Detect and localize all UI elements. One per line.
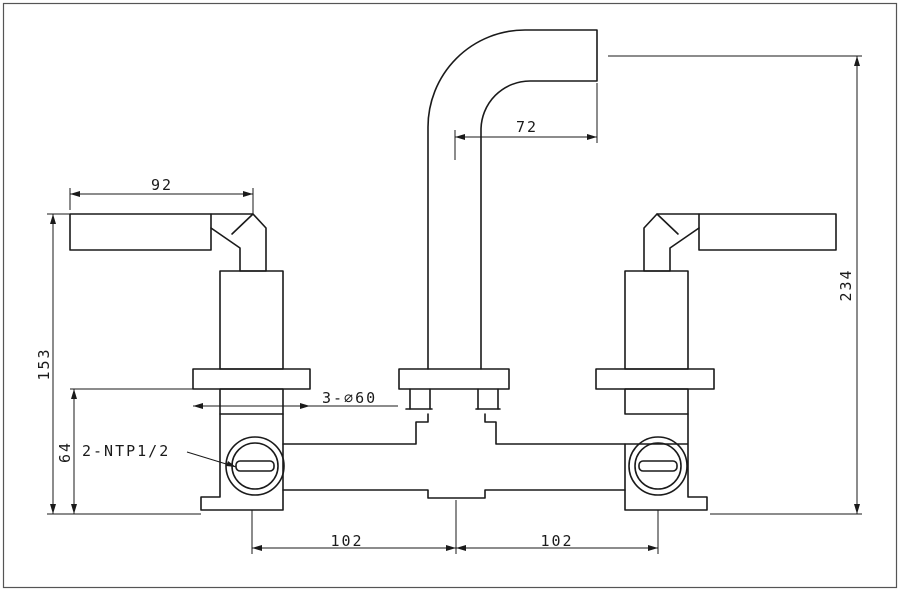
dim-spout-reach: 72: [454, 83, 598, 160]
valve-body: [200, 413, 708, 511]
dim-total-height: 234: [608, 55, 862, 515]
dim-label-hole-callout: 3-∅60: [322, 389, 377, 407]
spout: [398, 29, 598, 410]
right-handle: [595, 213, 837, 415]
dim-base-height: 64: [56, 388, 193, 514]
dim-label-handle-reach: 92: [151, 176, 173, 194]
left-inlet: [225, 436, 285, 496]
right-inlet: [628, 436, 688, 496]
dim-label-inlet-callout: 2-NTP1/2: [82, 442, 170, 460]
dim-handle-height: 153: [35, 213, 201, 515]
dim-label-spacing-right: 102: [540, 532, 573, 550]
dim-inlet-callout: 2-NTP1/2: [82, 442, 237, 468]
dim-label-base-height: 64: [56, 441, 74, 463]
dim-hole-callout: 3-∅60: [193, 389, 398, 409]
dim-label-total-height: 234: [837, 268, 855, 301]
dim-handle-reach: 92: [69, 176, 254, 214]
dim-label-handle-height: 153: [35, 347, 53, 380]
dim-label-spout-reach: 72: [516, 118, 538, 136]
left-handle: [69, 213, 311, 415]
dim-spacing: 102 102: [251, 500, 659, 554]
dim-label-spacing-left: 102: [330, 532, 363, 550]
